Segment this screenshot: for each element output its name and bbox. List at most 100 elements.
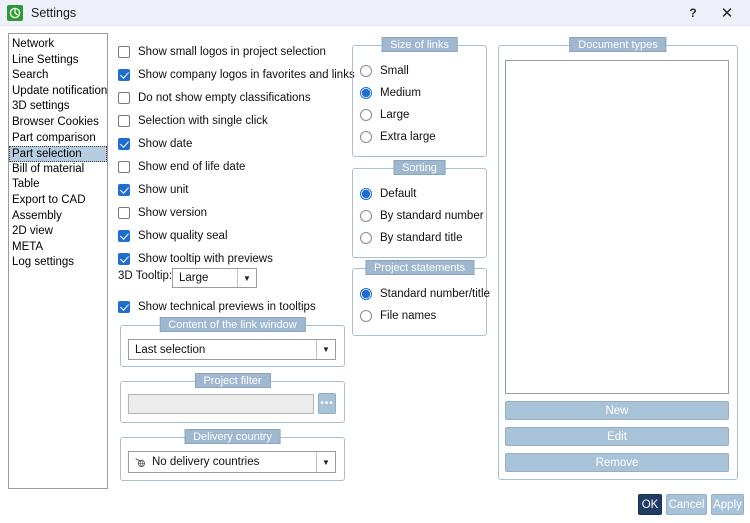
checkbox-show-company-logos[interactable] — [118, 68, 130, 81]
project-filter-group: Project filter — [120, 373, 345, 423]
apply-button[interactable]: Apply — [711, 494, 744, 515]
sidebar-item-log-settings[interactable]: Log settings — [12, 256, 75, 269]
checkbox-hide-empty-classifications[interactable] — [118, 91, 130, 104]
checkbox-row-show-company-logos[interactable]: Show company logos in favorites and link… — [118, 63, 355, 86]
radio-sorting-by-standard-title[interactable] — [360, 232, 372, 244]
sidebar-item-3d-settings[interactable]: 3D settings — [12, 100, 70, 113]
chevron-down-icon[interactable]: ▼ — [316, 340, 335, 359]
radio-sorting-default[interactable] — [360, 188, 372, 200]
checkbox-row-hide-empty-classifications[interactable]: Do not show empty classifications — [118, 86, 346, 109]
delivery-country-select[interactable]: No delivery countries ▼ — [128, 451, 336, 473]
link-window-group: Content of the link window — [120, 317, 345, 367]
delivery-country-legend: Delivery country — [184, 429, 281, 444]
checkbox-single-click-selection[interactable] — [118, 114, 130, 127]
checkbox-row-show-end-of-life-date[interactable]: Show end of life date — [118, 155, 346, 178]
checkbox-label: Show version — [138, 206, 208, 219]
radio-label: Small — [380, 65, 409, 77]
checkbox-label: Show technical previews in tooltips — [138, 300, 316, 313]
radio-size-medium[interactable] — [360, 87, 372, 99]
3d-tooltip-row: 3D Tooltip: — [118, 270, 172, 282]
radio-row-file-names[interactable]: File names — [360, 305, 485, 327]
radio-row-size-large[interactable]: Large — [360, 104, 480, 126]
checkbox-row-show-tooltip-with-previews[interactable]: Show tooltip with previews — [118, 247, 346, 270]
help-button[interactable]: ? — [689, 5, 697, 20]
sidebar-item-browser-cookies[interactable]: Browser Cookies — [12, 115, 99, 128]
radio-label: File names — [380, 310, 437, 322]
chevron-down-icon[interactable]: ▼ — [316, 452, 335, 472]
new-document-type-button[interactable]: New — [505, 401, 729, 420]
radio-label: Large — [380, 109, 410, 121]
sidebar-item-export-to-cad[interactable]: Export to CAD — [12, 193, 86, 206]
document-types-legend: Document types — [569, 37, 667, 52]
radio-sorting-by-standard-number[interactable] — [360, 210, 372, 222]
3d-tooltip-label: 3D Tooltip: — [118, 270, 173, 282]
sidebar-item-table[interactable]: Table — [12, 178, 40, 191]
sidebar-item-bill-of-material[interactable]: Bill of material — [12, 162, 85, 175]
sidebar-item-part-comparison[interactable]: Part comparison — [12, 131, 96, 144]
checkbox-row-show-unit[interactable]: Show unit — [118, 178, 346, 201]
sidebar-item-search[interactable]: Search — [12, 69, 49, 82]
radio-row-size-medium[interactable]: Medium — [360, 82, 480, 104]
checkbox-row-show-quality-seal[interactable]: Show quality seal — [118, 224, 346, 247]
globe-icon — [135, 457, 146, 468]
checkbox-row-show-technical-previews[interactable]: Show technical previews in tooltips — [118, 295, 316, 318]
project-filter-browse-button[interactable]: ••• — [318, 393, 336, 414]
radio-row-size-small[interactable]: Small — [360, 60, 480, 82]
ok-button[interactable]: OK — [638, 494, 662, 515]
remove-document-type-button[interactable]: Remove — [505, 453, 729, 472]
radio-label: Extra large — [380, 131, 436, 143]
checkbox-show-tooltip-with-previews[interactable] — [118, 252, 130, 265]
checkbox-show-unit[interactable] — [118, 183, 130, 196]
project-filter-legend: Project filter — [194, 373, 271, 388]
checkbox-show-small-logos[interactable] — [118, 45, 130, 58]
sidebar-item-meta[interactable]: META — [12, 240, 44, 253]
radio-file-names[interactable] — [360, 310, 372, 322]
document-types-group: Document types — [498, 37, 738, 480]
radio-row-standard-number-title[interactable]: Standard number/title — [360, 283, 490, 305]
radio-label: By standard title — [380, 232, 463, 244]
3d-tooltip-value: Large — [179, 272, 209, 284]
cancel-button[interactable]: Cancel — [666, 494, 707, 515]
radio-standard-number-title[interactable] — [360, 288, 372, 300]
edit-document-type-button[interactable]: Edit — [505, 427, 729, 446]
checkbox-show-version[interactable] — [118, 206, 130, 219]
radio-size-large[interactable] — [360, 109, 372, 121]
size-of-links-group: Size of links — [352, 37, 487, 157]
sidebar-item-line-settings[interactable]: Line Settings — [12, 53, 79, 66]
sidebar-item-2d-view[interactable]: 2D view — [12, 225, 53, 238]
radio-row-size-extra-large[interactable]: Extra large — [360, 126, 480, 148]
checkbox-show-date[interactable] — [118, 137, 130, 150]
checkbox-show-end-of-life-date[interactable] — [118, 160, 130, 173]
sidebar-item-update-notification[interactable]: Update notification — [12, 84, 108, 97]
checkbox-row-single-click-selection[interactable]: Selection with single click — [118, 109, 346, 132]
document-types-list[interactable] — [505, 60, 729, 394]
project-statements-legend: Project statements — [364, 260, 475, 275]
checkbox-label: Show tooltip with previews — [138, 252, 273, 265]
checkbox-row-show-date[interactable]: Show date — [118, 132, 346, 155]
sidebar-item-network[interactable]: Network — [12, 38, 55, 50]
radio-row-sorting-by-standard-title[interactable]: By standard title — [360, 227, 480, 249]
sidebar-item-part-selection[interactable]: Part selection — [9, 146, 107, 162]
checkbox-show-technical-previews[interactable] — [118, 300, 130, 313]
checkbox-label: Selection with single click — [138, 114, 268, 127]
link-window-legend: Content of the link window — [159, 317, 306, 332]
radio-row-sorting-by-standard-number[interactable]: By standard number — [360, 205, 484, 227]
settings-category-list[interactable]: Network Line Settings Search Update noti… — [8, 33, 108, 489]
radio-row-sorting-default[interactable]: Default — [360, 183, 480, 205]
checkbox-row-show-small-logos[interactable]: Show small logos in project selection — [118, 40, 346, 63]
settings-gear-icon — [7, 4, 23, 21]
checkbox-row-show-version[interactable]: Show version — [118, 201, 346, 224]
close-icon[interactable]: ✕ — [720, 4, 734, 22]
sidebar-item-assembly[interactable]: Assembly — [12, 209, 62, 222]
radio-label: Standard number/title — [380, 288, 490, 300]
checkbox-show-quality-seal[interactable] — [118, 229, 130, 242]
delivery-country-value: No delivery countries — [152, 456, 260, 468]
radio-size-extra-large[interactable] — [360, 131, 372, 143]
radio-size-small[interactable] — [360, 65, 372, 77]
link-window-content-select[interactable]: Last selection ▼ — [128, 339, 336, 360]
checkbox-label: Show small logos in project selection — [138, 45, 326, 58]
project-filter-input[interactable] — [128, 394, 314, 414]
3d-tooltip-select[interactable]: Large ▼ — [172, 268, 257, 288]
chevron-down-icon[interactable]: ▼ — [237, 269, 256, 287]
checkbox-label: Show quality seal — [138, 229, 228, 242]
